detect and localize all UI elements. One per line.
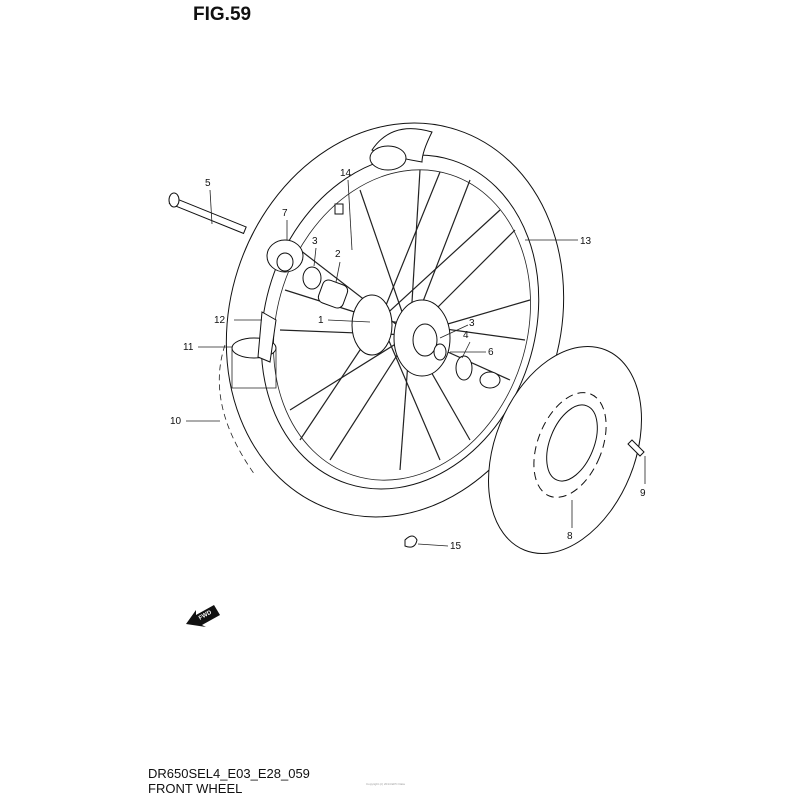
hub	[351, 294, 501, 389]
callout-5: 5	[205, 178, 211, 189]
callout-12: 12	[214, 315, 226, 326]
callout-7: 7	[282, 208, 288, 219]
brake-disc	[404, 345, 645, 555]
leader-lines	[186, 179, 646, 547]
callout-3b: 3	[469, 318, 475, 329]
speedo-drive	[266, 203, 349, 309]
figure-title: FIG.59	[193, 4, 252, 25]
copyright-text: Copyright (c) 2014 EPC Data	[366, 782, 405, 786]
callout-1: 1	[318, 315, 324, 326]
diagram-code: DR650SEL4_E03_E28_059	[148, 766, 310, 781]
fwd-arrow-icon	[186, 605, 220, 627]
callout-6: 6	[488, 347, 494, 358]
callout-9: 9	[640, 488, 646, 499]
diagram-name: FRONT WHEEL	[148, 781, 243, 796]
callout-8: 8	[567, 531, 573, 542]
callout-11: 11	[183, 342, 194, 353]
callout-2: 2	[335, 249, 341, 260]
callout-4: 4	[463, 330, 469, 341]
callout-15: 15	[450, 541, 462, 552]
callout-13: 13	[580, 236, 592, 247]
callout-14: 14	[340, 168, 352, 179]
callout-10: 10	[170, 416, 182, 427]
axle	[168, 192, 247, 235]
callout-3: 3	[312, 236, 318, 247]
